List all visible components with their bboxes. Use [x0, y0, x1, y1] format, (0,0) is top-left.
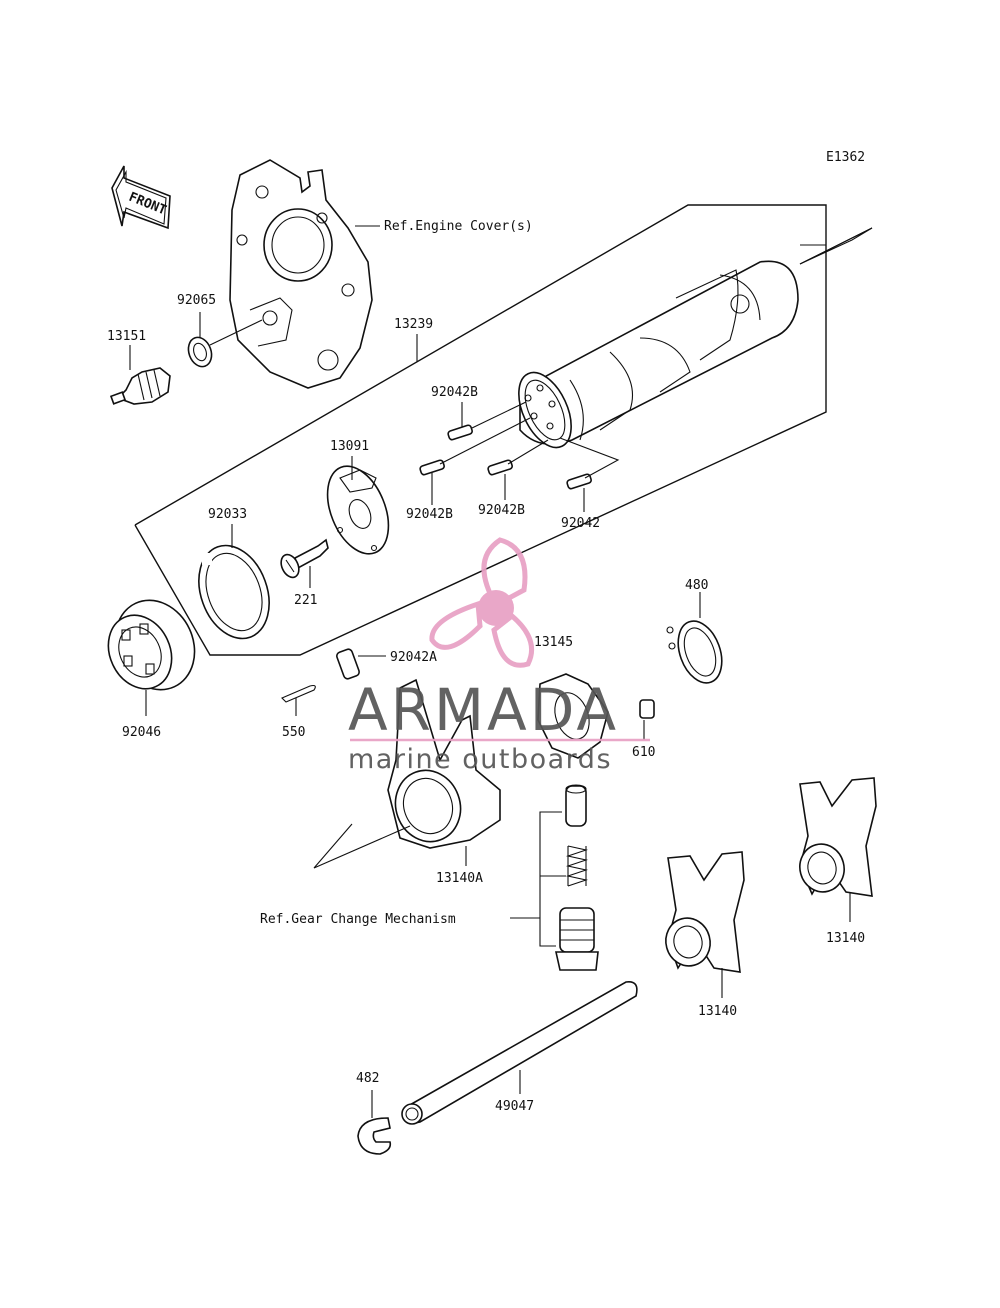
propeller-icon — [429, 537, 534, 668]
label-92033: 92033 — [208, 507, 247, 522]
front-arrow-icon: FRONT — [111, 165, 171, 230]
label-480: 480 — [685, 578, 708, 593]
label-13145: 13145 — [534, 635, 573, 650]
screw-part — [280, 538, 329, 579]
watermark-brand: ARMADA — [348, 676, 619, 744]
label-92042: 92042 — [561, 516, 600, 531]
diagram-code: E1362 — [826, 150, 865, 165]
label-92042B-3: 92042B — [478, 503, 525, 518]
label-92042A: 92042A — [390, 650, 437, 665]
label-49047: 49047 — [495, 1099, 534, 1114]
label-13151: 13151 — [107, 329, 146, 344]
shift-drum-part — [518, 260, 799, 449]
shift-rod-part — [401, 980, 638, 1125]
label-92065: 92065 — [177, 293, 216, 308]
label-13140-2: 13140 — [826, 931, 865, 946]
watermark-tagline: marine outboards — [348, 744, 612, 775]
engine-cover-part — [229, 159, 373, 389]
ref-gear-change: Ref.Gear Change Mechanism — [260, 912, 456, 927]
shift-fork-13140-part-1 — [665, 851, 745, 973]
circlip-480-part — [666, 620, 723, 684]
bearing-part — [107, 599, 196, 691]
retaining-ring-part — [198, 544, 270, 640]
e-clip-482-part — [357, 1117, 392, 1155]
label-610: 610 — [632, 745, 655, 760]
label-221: 221 — [294, 593, 317, 608]
detent-pin-part — [565, 784, 587, 827]
label-92042B-1: 92042B — [431, 385, 478, 400]
shift-fork-13140-part-2 — [799, 777, 877, 897]
pin-plate-part — [326, 465, 390, 555]
detent-spring-part — [565, 845, 589, 887]
watermark-logo: ARMADA marine outboards — [348, 537, 650, 775]
label-13140A: 13140A — [436, 871, 483, 886]
neutral-switch-part — [109, 367, 171, 405]
label-482: 482 — [356, 1071, 379, 1086]
label-550: 550 — [282, 725, 305, 740]
shift-fork-13140A-part — [387, 678, 501, 849]
label-13239: 13239 — [394, 317, 433, 332]
label-92042B-2: 92042B — [406, 507, 453, 522]
label-92046: 92046 — [122, 725, 161, 740]
label-13091: 13091 — [330, 439, 369, 454]
ref-engine-cover: Ref.Engine Cover(s) — [384, 219, 533, 234]
plug-bolt-part — [555, 907, 599, 971]
cam-part — [537, 673, 609, 759]
label-13140-1: 13140 — [698, 1004, 737, 1019]
